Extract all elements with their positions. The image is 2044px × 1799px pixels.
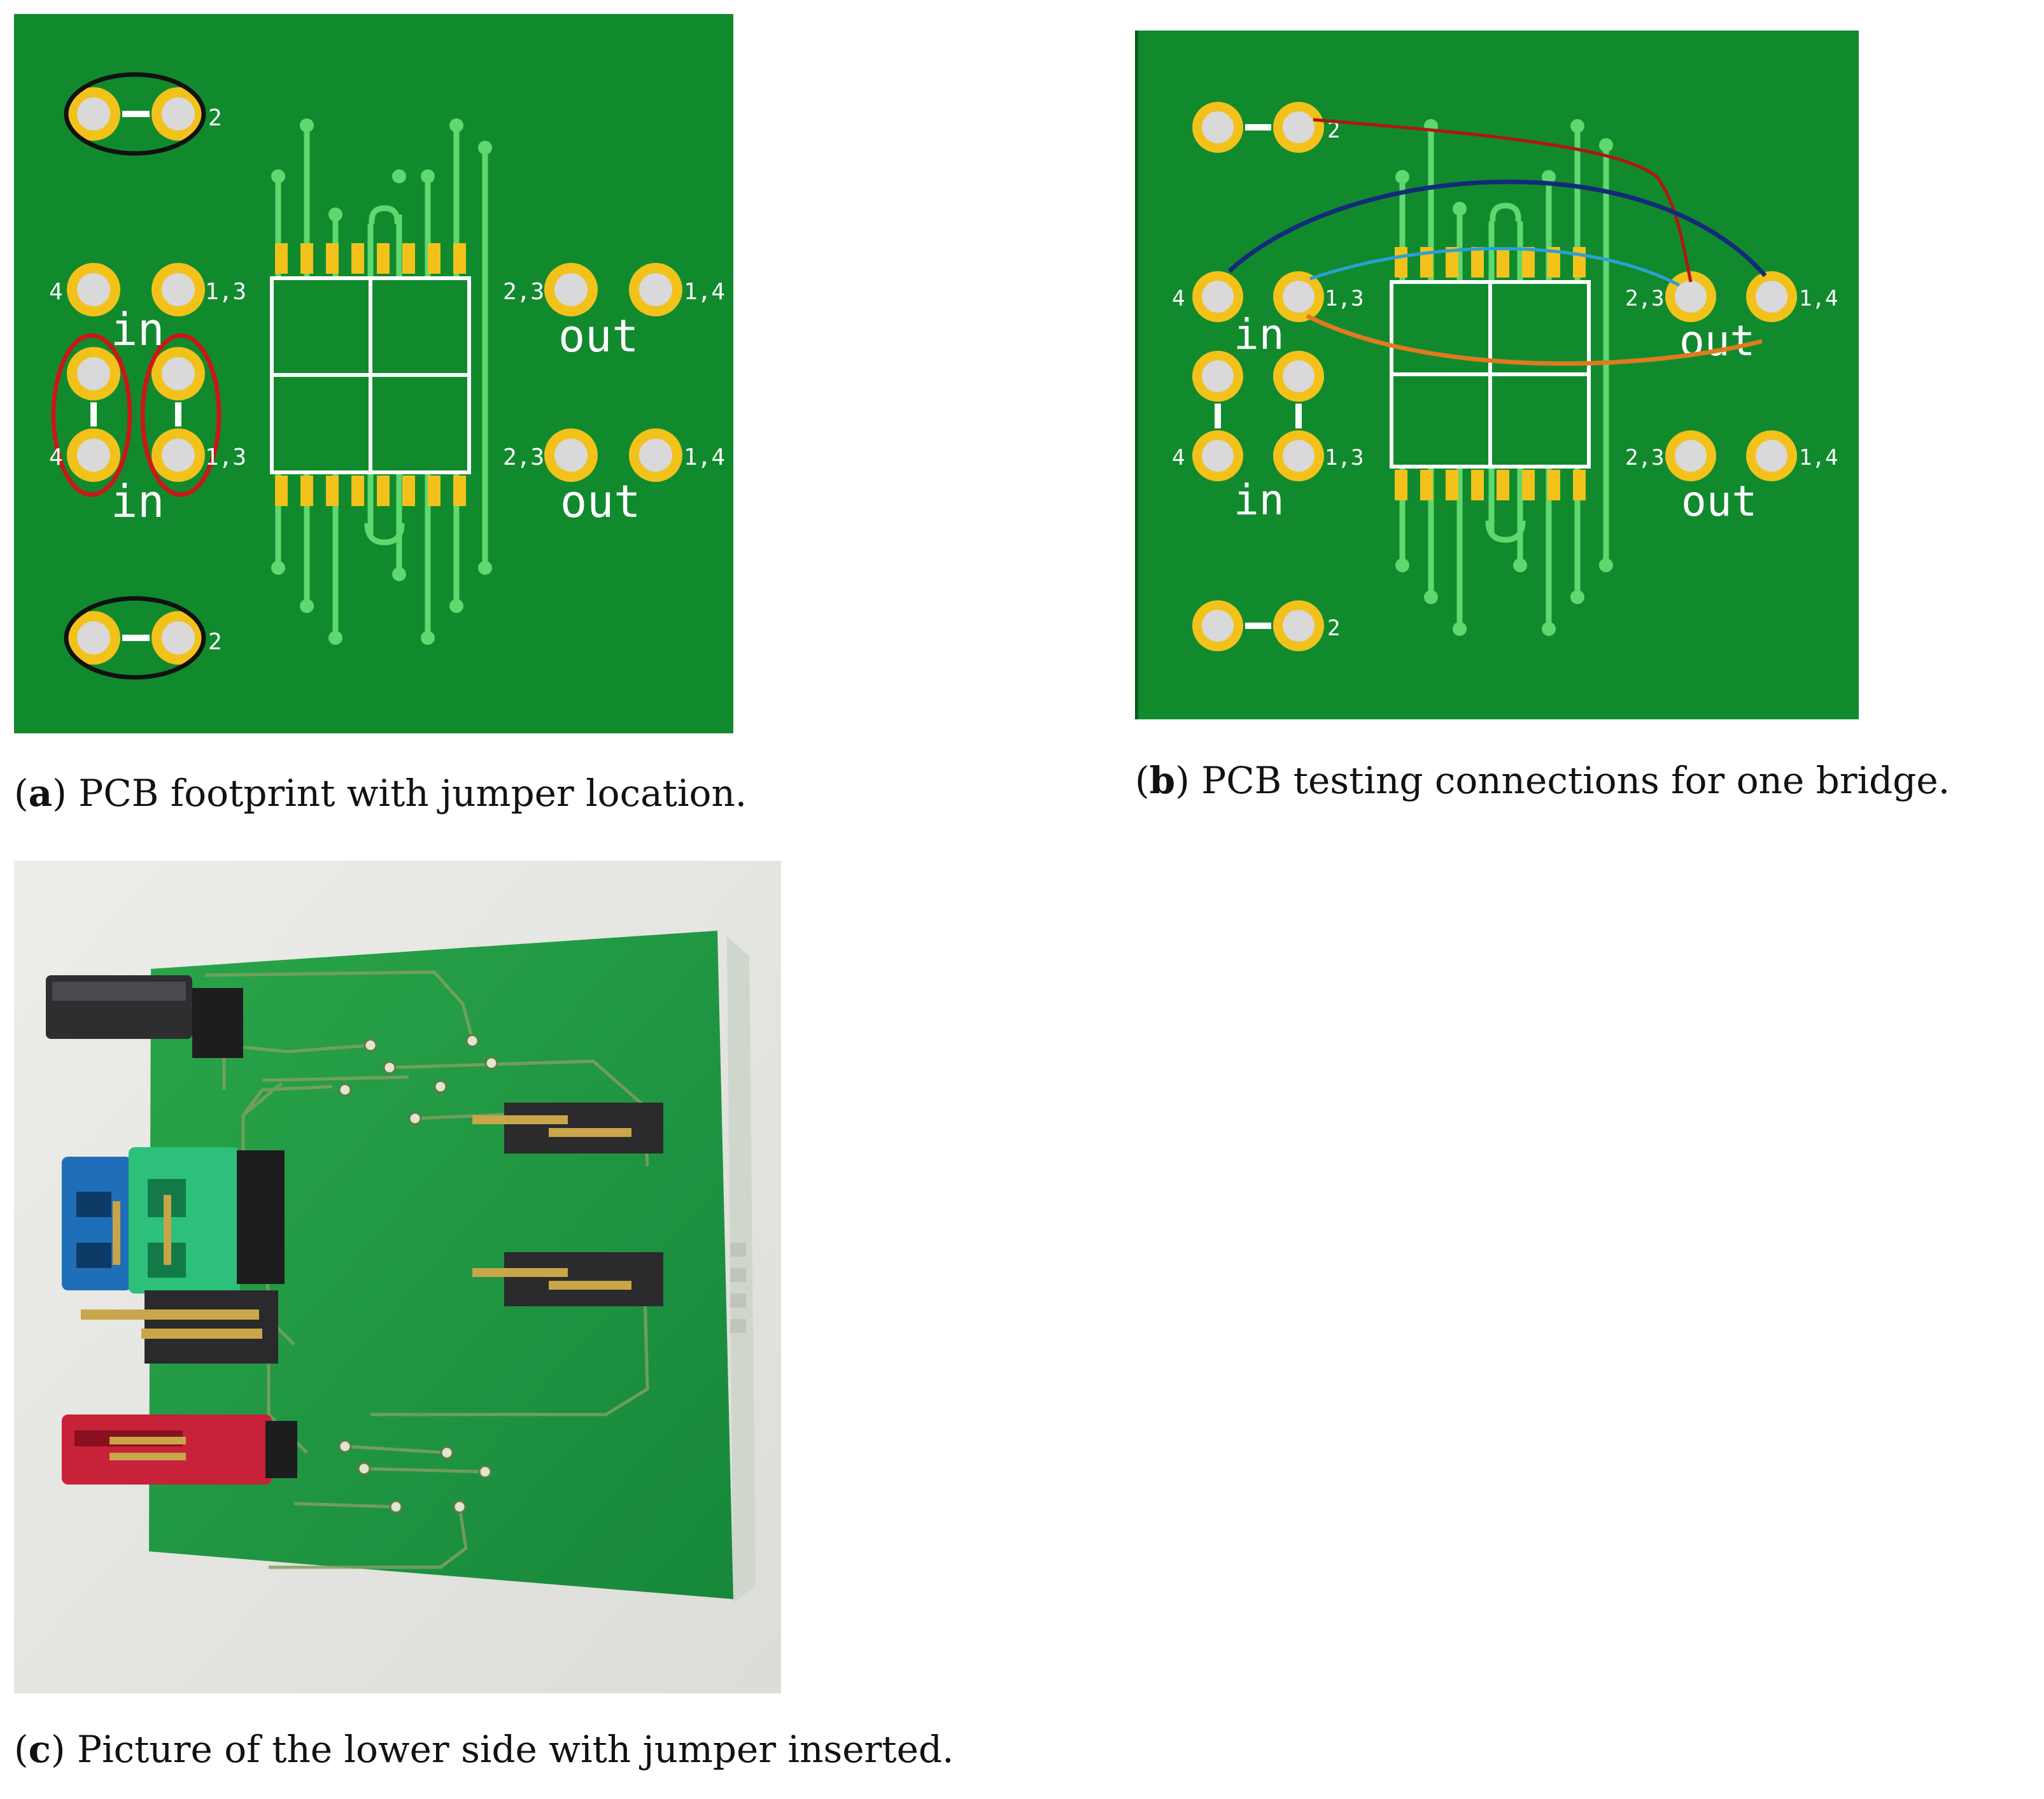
pin-label: 4 — [49, 444, 63, 470]
pin-label: 2,3 — [1625, 286, 1664, 311]
panel-b-pcb-testing: 2 4 1,3 in 4 1,3 in 2,3 1,4 out 2,3 1,4 … — [1135, 31, 1859, 719]
pin-label: 4 — [1172, 286, 1185, 311]
pin-label: 2 — [1327, 616, 1340, 641]
wire-cyan — [1309, 247, 1681, 287]
in-label: in — [111, 476, 164, 528]
wire-darkred — [1313, 118, 1693, 283]
pin-label: 2,3 — [503, 444, 544, 470]
caption-text: Picture of the lower side with jumper in… — [65, 1728, 954, 1771]
caption-text: PCB testing connections for one bridge. — [1189, 759, 1950, 802]
pin-label: 2 — [208, 105, 222, 131]
photo-pin-header-right-upper — [472, 1103, 663, 1153]
pads-b — [1192, 102, 1797, 651]
photo-black-jumper — [46, 975, 243, 1058]
panel-c-pcb-photo — [14, 861, 781, 1693]
caption-text: PCB footprint with jumper location. — [66, 772, 747, 815]
photo-vias — [338, 1034, 498, 1514]
out-label: out — [1681, 477, 1757, 526]
photo-red-jumper — [62, 1415, 297, 1485]
pin-label: 1,4 — [1799, 445, 1838, 470]
pin-label: 1,4 — [684, 279, 725, 305]
pin-label: 4 — [49, 279, 63, 305]
wire-navy — [1227, 180, 1767, 278]
pads-a — [67, 87, 682, 665]
photo-pin-header-left — [81, 1290, 278, 1364]
pin-label: 2,3 — [503, 279, 544, 305]
ic-footprint-a — [270, 243, 471, 506]
out-label: out — [560, 476, 640, 528]
pin-label: 2 — [1327, 118, 1340, 143]
caption-a: (a) PCB footprint with jumper location. — [14, 772, 747, 815]
pin-label: 1,4 — [684, 444, 725, 470]
pin-label: 4 — [1172, 445, 1185, 470]
panel-a-pcb-footprint: 2 4 1,3 in 4 1,3 in 2,3 1,4 out 2,3 1,4 … — [14, 14, 733, 733]
jumper-markers-a — [51, 72, 222, 680]
pin-label: 1,4 — [1799, 286, 1838, 311]
caption-b: (b) PCB testing connections for one brid… — [1135, 759, 1950, 802]
photo-blue-green-jumpers — [62, 1147, 285, 1294]
vias-b — [1395, 119, 1613, 636]
in-label: in — [1234, 310, 1284, 359]
out-label: out — [1679, 316, 1755, 365]
caption-c: (c) Picture of the lower side with jumpe… — [14, 1728, 954, 1771]
in-label: in — [1234, 476, 1284, 525]
test-wires-b — [1227, 118, 1767, 366]
ic-footprint-b — [1390, 247, 1591, 500]
pin-label: 1,3 — [1325, 445, 1364, 470]
pin-label: 1,3 — [205, 279, 246, 305]
caption-letter: a — [28, 772, 53, 815]
out-label: out — [558, 310, 638, 362]
wire-orange — [1306, 313, 1763, 366]
caption-letter: b — [1149, 759, 1176, 802]
pin-label: 1,3 — [205, 444, 246, 470]
pin-label: 2,3 — [1625, 445, 1664, 470]
pin-label: 2 — [208, 629, 222, 655]
pin-label: 1,3 — [1325, 286, 1364, 311]
vias-a — [271, 118, 492, 645]
photo-side-pins — [730, 1243, 746, 1333]
caption-letter: c — [28, 1728, 51, 1771]
in-label: in — [111, 304, 164, 356]
photo-pin-header-right-lower — [472, 1252, 663, 1306]
